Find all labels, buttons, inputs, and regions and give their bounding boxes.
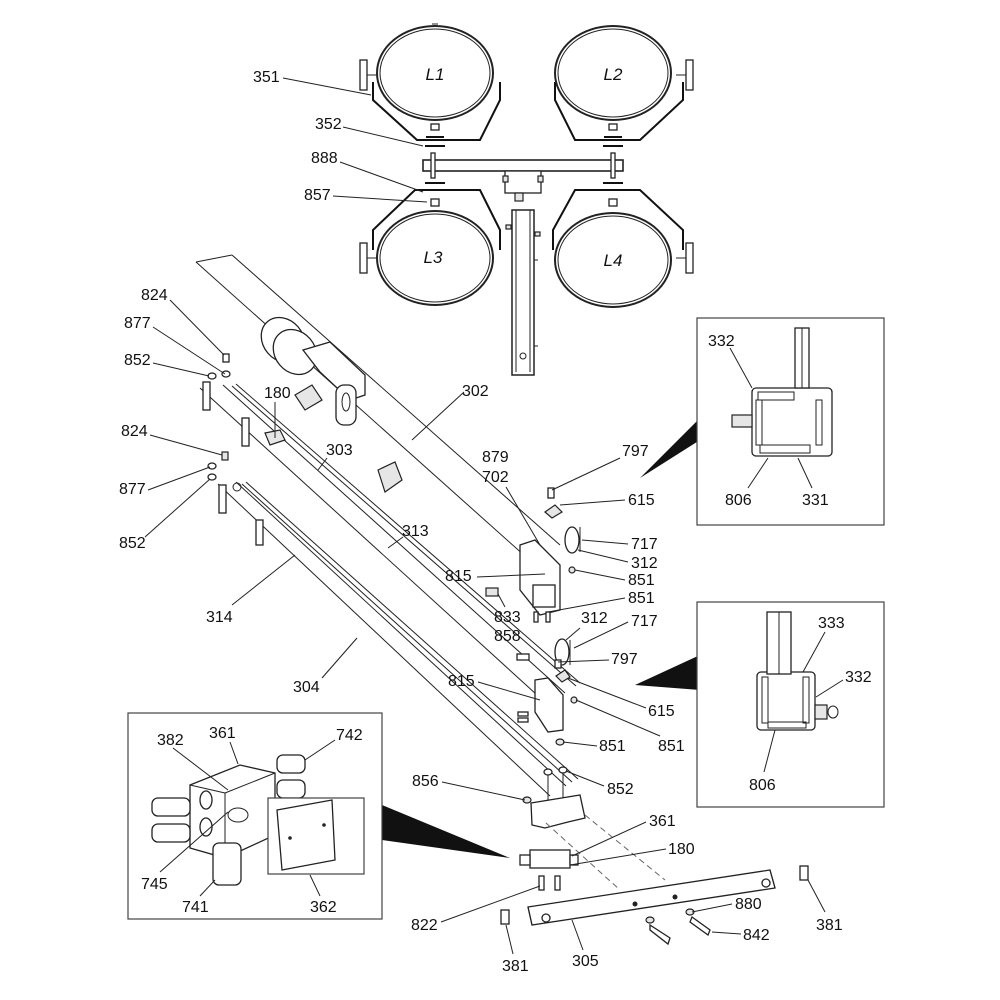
lamp-l1: L1: [359, 23, 501, 141]
callout-851-c: 851: [599, 738, 626, 755]
callout-852-mid: 852: [119, 535, 146, 552]
callout-381-left: 381: [502, 958, 529, 975]
callout-880: 880: [735, 896, 762, 913]
end-cap-381-left: [500, 909, 510, 925]
callout-351: 351: [253, 69, 280, 86]
bolt-824-mid: [221, 451, 229, 461]
washer-877-mid: [207, 462, 217, 470]
callout-824-mid: 824: [121, 423, 148, 440]
lamp-crossbar: [422, 145, 624, 202]
callout-382: 382: [157, 732, 184, 749]
callout-362: 362: [310, 899, 337, 916]
lamp-assembly: L1 L2: [359, 23, 694, 376]
callout-824-top: 824: [141, 287, 168, 304]
callout-312-mid: 312: [581, 610, 608, 627]
lamp-label-l3: L3: [424, 248, 443, 267]
callout-717-top: 717: [631, 536, 658, 553]
washer-877-top: [221, 370, 231, 378]
callout-822: 822: [411, 917, 438, 934]
callout-314: 314: [206, 609, 233, 626]
callout-833: 833: [494, 609, 521, 626]
callout-851-b: 851: [628, 590, 655, 607]
callout-852-top: 852: [124, 352, 151, 369]
callout-857: 857: [304, 187, 331, 204]
lamp-l2: L2: [554, 25, 694, 141]
pulley-bracket-lower: [516, 638, 578, 746]
callout-877-top: 877: [124, 315, 151, 332]
callout-858: 858: [494, 628, 521, 645]
lamp-mast: [505, 209, 541, 376]
tube-305: [527, 869, 776, 926]
callout-302: 302: [462, 383, 489, 400]
callout-815-top: 815: [445, 568, 472, 585]
callout-797-mid: 797: [611, 651, 638, 668]
callout-745: 745: [141, 876, 168, 893]
lamp-l4: L4: [552, 189, 694, 308]
pulley-bracket-upper: [485, 487, 581, 623]
lamp-label-l2: L2: [604, 65, 623, 84]
callout-877-mid: 877: [119, 481, 146, 498]
callout-331: 331: [802, 492, 829, 509]
callout-852-base: 852: [607, 781, 634, 798]
callout-180-base: 180: [668, 841, 695, 858]
detail-frame-middle: 333 332 806: [635, 601, 885, 808]
callout-381-right: 381: [816, 917, 843, 934]
callout-741: 741: [182, 899, 209, 916]
detail-frame-top: 332 806 331: [640, 317, 885, 526]
lamp-label-l4: L4: [604, 251, 623, 270]
callout-303: 303: [326, 442, 353, 459]
callout-615-mid: 615: [648, 703, 675, 720]
mast-tubes: [195, 254, 581, 797]
callout-352: 352: [315, 116, 342, 133]
callout-180-top: 180: [264, 385, 291, 402]
tube-304: [217, 481, 579, 797]
callout-842: 842: [743, 927, 770, 944]
tube-303: [199, 381, 581, 706]
callout-888: 888: [311, 150, 338, 167]
lamp-l3: L3: [359, 189, 501, 306]
callout-806-top: 806: [725, 492, 752, 509]
callout-851-a: 851: [628, 572, 655, 589]
lamp-label-l1: L1: [426, 65, 445, 84]
callout-815-mid: 815: [448, 673, 475, 690]
nut-852-mid: [207, 473, 217, 481]
callout-312-top: 312: [631, 555, 658, 572]
callout-332-top: 332: [708, 333, 735, 350]
callout-332-mid: 332: [845, 669, 872, 686]
detail-frame-junction-box: 382 361 742 745 741 362: [127, 712, 510, 920]
nut-852-top: [207, 372, 217, 380]
callout-851-d: 851: [658, 738, 685, 755]
callout-879: 879: [482, 449, 509, 466]
callout-305: 305: [572, 953, 599, 970]
tube-302: [195, 254, 561, 566]
callout-856: 856: [412, 773, 439, 790]
end-cap-381-right: [799, 865, 809, 881]
callout-361-base: 361: [649, 813, 676, 830]
callout-702: 702: [482, 469, 509, 486]
callout-742: 742: [336, 727, 363, 744]
callouts: 351 352 888 857 824 877 852 824 877 852 …: [119, 69, 843, 975]
base-assembly: [500, 766, 809, 946]
bolt-824-top: [222, 353, 230, 363]
callout-615-top: 615: [628, 492, 655, 509]
callout-333: 333: [818, 615, 845, 632]
callout-304: 304: [293, 679, 320, 696]
callout-313: 313: [402, 523, 429, 540]
callout-717-mid: 717: [631, 613, 658, 630]
callout-806-mid: 806: [749, 777, 776, 794]
callout-797-top: 797: [622, 443, 649, 460]
callout-361-box: 361: [209, 725, 236, 742]
